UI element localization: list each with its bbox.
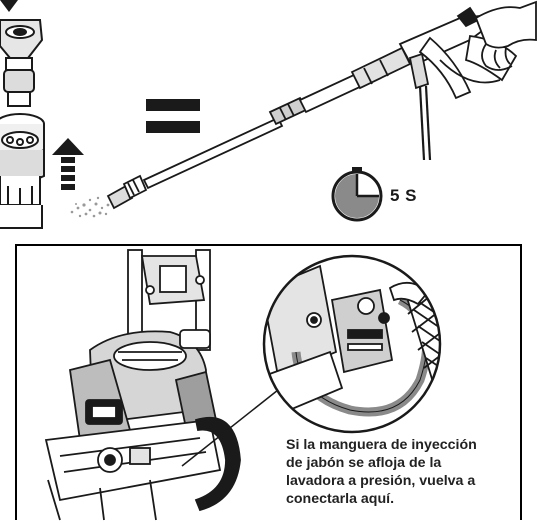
quick-coupler-icon (0, 113, 45, 229)
detail-panel-frame (15, 244, 522, 520)
timer-label: 5 S (390, 186, 418, 205)
hand-illustration (474, 0, 537, 71)
insert-arrow-up-icon (52, 138, 84, 190)
stopwatch-icon (331, 167, 383, 222)
detail-zoom-icon (262, 254, 442, 434)
equals-icon (146, 99, 200, 133)
spray-wand-icon (70, 0, 537, 218)
engine-illustration-icon (44, 249, 241, 521)
nozzle-tip-icon (0, 0, 44, 107)
leader-line (181, 389, 279, 467)
spray-mist (70, 196, 110, 218)
instruction-caption: Si la manguera de inyección de jabón se … (286, 437, 477, 507)
